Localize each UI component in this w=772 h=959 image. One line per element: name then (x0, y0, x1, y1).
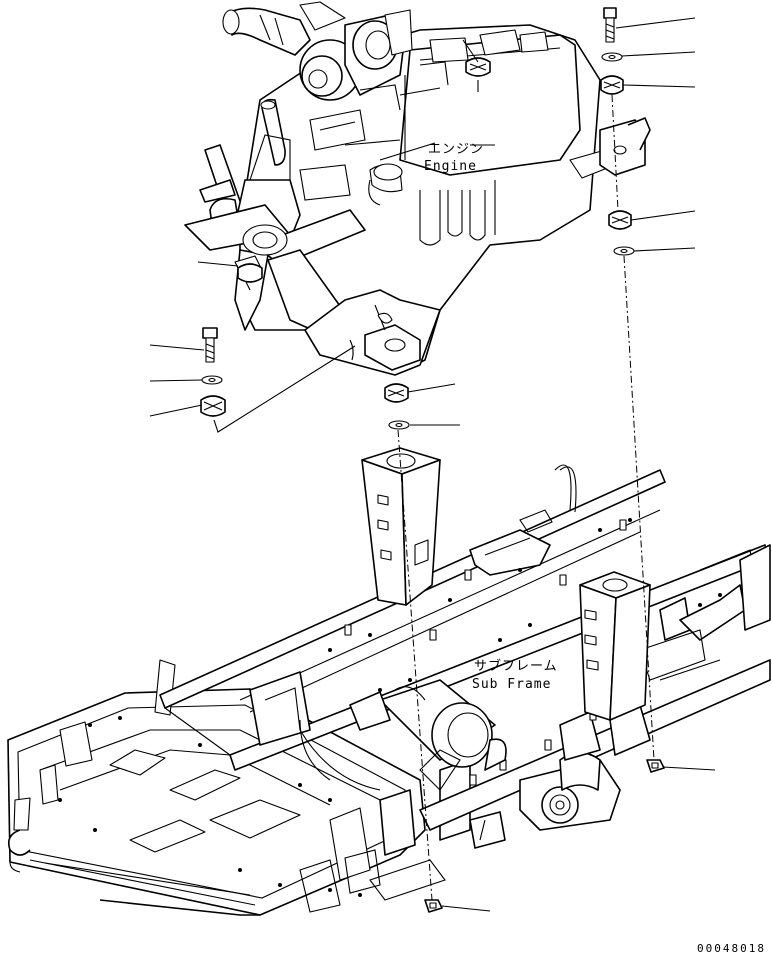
mount-bracket-right (579, 571, 651, 721)
fasteners-right (600, 7, 635, 256)
tank-cylinder (349, 679, 507, 791)
lower-nuts (424, 759, 665, 913)
fasteners-left (200, 327, 410, 430)
assembly-center-lines (213, 94, 655, 901)
main-frame (7, 659, 446, 916)
subframe-label-jp: サブフレーム (474, 658, 558, 674)
engine-label-en: Engine (424, 159, 477, 174)
engine (184, 1, 651, 376)
mount-bracket-left (361, 447, 441, 606)
leader-lines (149, 17, 716, 912)
engine-label-jp: エンジン (428, 142, 484, 157)
subframe-label-en: Sub Frame (472, 677, 551, 692)
drawing-number: 00048018 (697, 942, 766, 955)
